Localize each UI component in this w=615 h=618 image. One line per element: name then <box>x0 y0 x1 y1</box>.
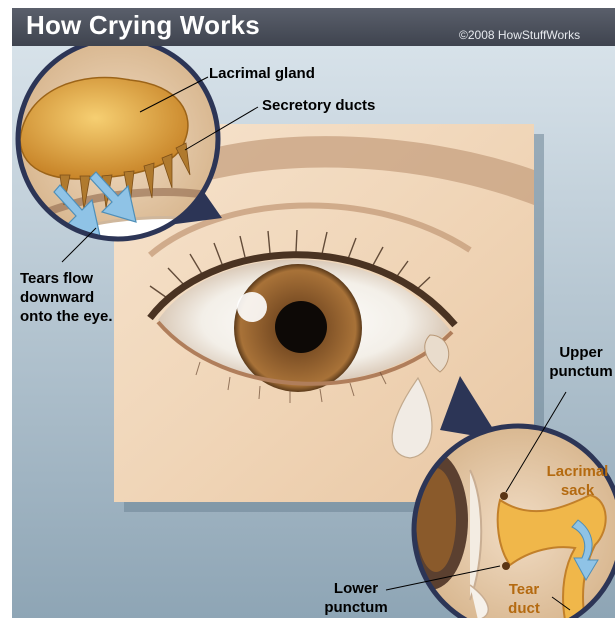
label-tear-duct: Tear duct <box>502 580 546 618</box>
label-secretory-ducts: Secretory ducts <box>262 96 375 115</box>
diagram-title: How Crying Works <box>26 10 260 41</box>
label-upper-punctum: Upper punctum <box>546 343 615 381</box>
label-lacrimal-gland: Lacrimal gland <box>209 64 315 83</box>
label-lacrimal-sack: Lacrimal sack <box>540 462 615 500</box>
eye-highlight <box>237 292 267 322</box>
label-lower-punctum: Lower punctum <box>320 579 392 617</box>
pupil <box>275 301 327 353</box>
copyright-notice: ©2008 HowStuffWorks <box>459 28 580 42</box>
label-tears-flow: Tears flow downward onto the eye. <box>20 269 113 326</box>
